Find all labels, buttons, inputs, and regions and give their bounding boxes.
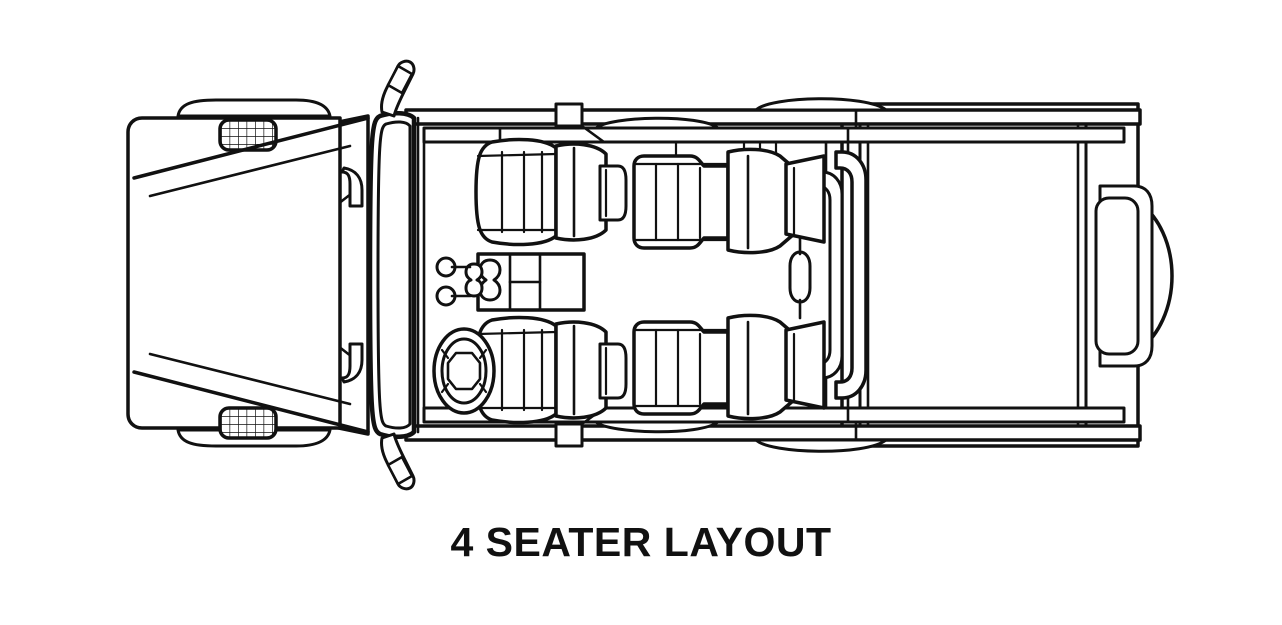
hand-brake-lever <box>464 262 484 298</box>
wheel-arch-rear-upper <box>754 97 888 112</box>
wheel-arch-mid-lower <box>594 420 720 434</box>
center-console <box>435 252 586 312</box>
rear-spare-tire <box>1094 184 1174 368</box>
pedal-upper <box>435 256 472 278</box>
side-mirror-lower <box>380 432 416 491</box>
figure-caption: 4 SEATER LAYOUT <box>450 519 832 565</box>
headlight-right <box>218 406 278 440</box>
rear-cargo-bed <box>840 102 1140 448</box>
wheel-arch-rear-lower <box>754 438 888 453</box>
windshield-panel <box>367 111 420 439</box>
wheel-arches <box>594 97 888 453</box>
seat-front-driver <box>474 315 628 425</box>
front-bumper <box>126 98 342 448</box>
seat-front-passenger <box>474 137 628 247</box>
side-mirror-upper <box>380 59 416 118</box>
hood-diagonal-creases <box>132 116 370 434</box>
seat-rear-lower <box>632 313 826 421</box>
pedal-lower <box>435 285 472 307</box>
steering-wheel <box>432 327 496 415</box>
wheel-arch-mid-upper <box>594 116 720 130</box>
seat-rear-upper <box>632 147 826 255</box>
